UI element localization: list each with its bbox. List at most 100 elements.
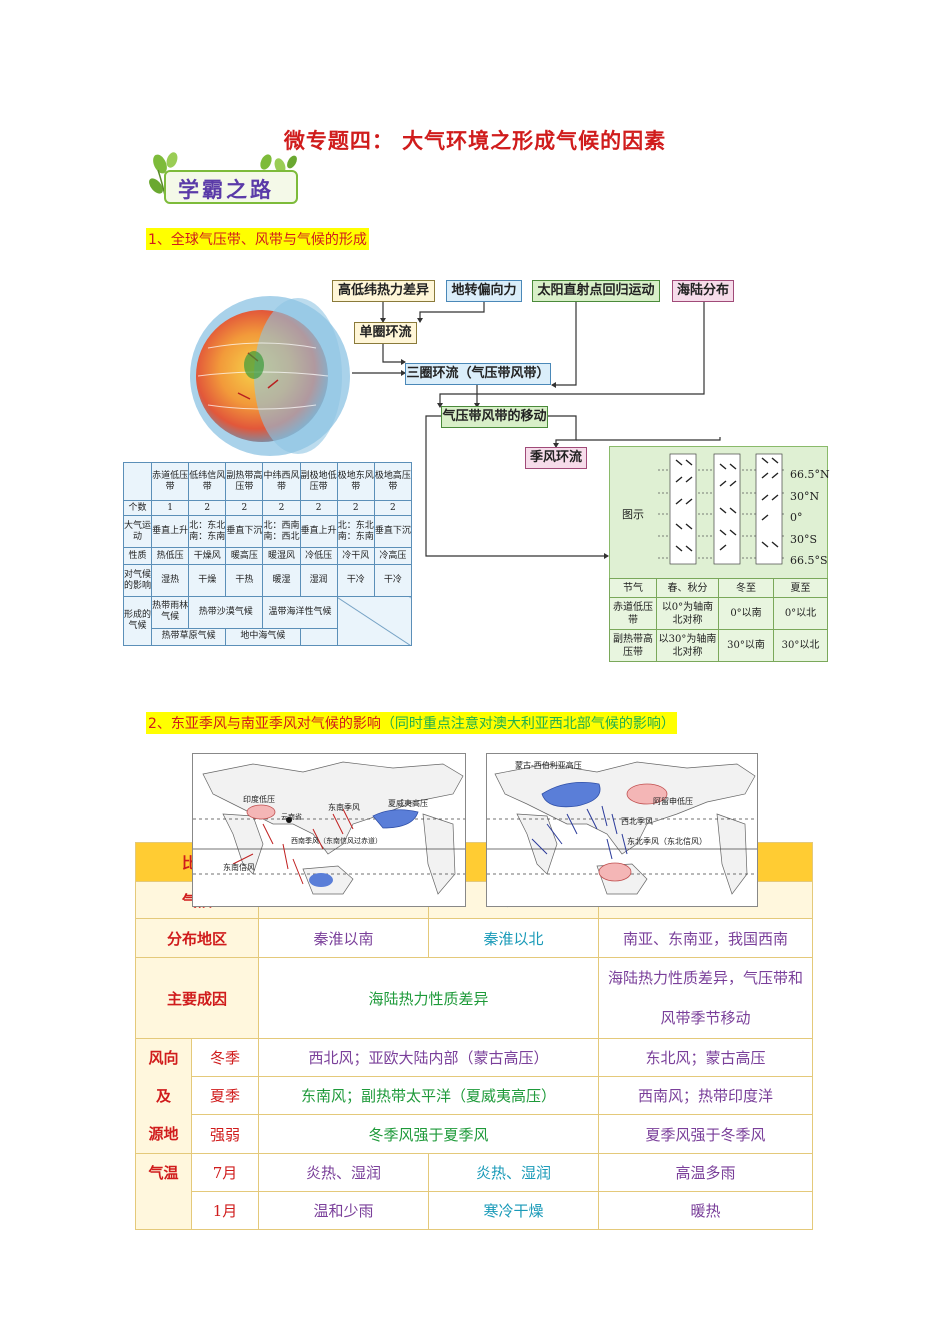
winter-monsoon-map: 蒙古-西伯利亚高压 阿留申低压 西北季风 东北季风（东北信风）	[486, 753, 758, 907]
single-cell-circulation: 单圈环流	[354, 322, 417, 344]
season-cell: 30°以南	[718, 629, 774, 662]
belt-cell: 干热	[225, 564, 264, 598]
belt-cell: 北：东北南：东南	[336, 515, 375, 549]
belt-cell: 1	[150, 500, 190, 517]
belt-cell: 北：西南南：西北	[262, 515, 301, 549]
map-label: 印度低压	[243, 795, 275, 804]
section2-heading: 2、东亚季风与南亚季风对气候的影响（同时重点注意对澳大利亚西北部气候的影响）	[146, 712, 677, 734]
belt-cell: 垂直下沉	[373, 515, 413, 549]
season-header: 节气	[609, 578, 657, 598]
belt-climate: 温带海洋性气候	[262, 596, 338, 629]
belt-row-label: 对气候的影响	[123, 564, 152, 598]
factor-solar-migration: 太阳直射点回归运动	[532, 280, 660, 302]
latitude-label: 0°	[790, 511, 803, 524]
season-cell: 30°以北	[773, 629, 828, 662]
factor-thermal-difference: 高低纬热力差异	[332, 280, 435, 302]
july-cell: 炎热、湿润	[428, 1153, 600, 1192]
section-banner: 学霸之路	[146, 152, 300, 206]
section1-heading: 1、全球气压带、风带与气候的形成	[146, 228, 369, 250]
belt-header: 副热带高压带	[225, 461, 264, 502]
belt-cell: 冷干风	[336, 547, 375, 566]
belt-cell: 2	[225, 500, 264, 517]
season-cell: 0°以北	[773, 597, 828, 630]
winter-south-asia: 东北风；蒙古高压	[598, 1038, 813, 1077]
map-label: 东北季风（东北信风）	[627, 837, 707, 846]
region-cell: 秦淮以南	[258, 918, 430, 958]
belt-cell: 2	[188, 500, 227, 517]
strength-east-asia: 冬季风强于夏季风	[258, 1114, 600, 1154]
monsoon-circulation: 季风环流	[525, 447, 587, 469]
map-label: 东南信风	[223, 863, 255, 872]
belt-cell: 暖高压	[225, 547, 264, 566]
belt-cell: 暖湿风	[262, 547, 301, 566]
wind-group-label: 风向 及 源地	[135, 1038, 192, 1154]
winter-label: 冬季	[190, 1038, 260, 1077]
world-map-summer	[193, 761, 465, 895]
belt-cell: 干燥风	[188, 547, 227, 566]
wind-group-label-line: 风向	[148, 1049, 179, 1067]
belt-cell: 2	[373, 500, 413, 517]
belt-cell: 垂直上升	[150, 515, 190, 549]
strength-south-asia: 夏季风强于冬季风	[598, 1114, 813, 1154]
cause-cell: 海陆热力性质差异，气压带和风带季节移动	[598, 957, 813, 1039]
winter-east-asia: 西北风；亚欧大陆内部（蒙古高压）	[258, 1038, 600, 1077]
january-cell: 寒冷干燥	[428, 1191, 600, 1230]
belt-climate-label: 形成的气候	[123, 596, 152, 646]
globe-circulation-illustration	[190, 296, 350, 456]
section2-title: 2、东亚季风与南亚季风对气候的影响	[148, 716, 381, 732]
factor-land-sea: 海陆分布	[672, 280, 734, 302]
belt-cell: 干冷	[336, 564, 375, 598]
map-label: 蒙古-西伯利亚高压	[515, 761, 582, 770]
document-title: 微专题四： 大气环境之形成气候的因素	[283, 128, 667, 153]
latitude-scale: 66.5°N 30°N 0° 30°S 66.5°S	[790, 464, 830, 572]
latitude-label: 30°N	[790, 489, 820, 503]
season-cell: 以30°为轴南北对称	[656, 629, 719, 662]
strength-label: 强弱	[190, 1114, 260, 1154]
belt-header: 中纬西风带	[262, 461, 301, 502]
belt-cell: 冷高压	[373, 547, 413, 566]
latitude-label: 30°S	[790, 532, 818, 546]
january-label: 1月	[190, 1191, 260, 1230]
season-row-label: 副热带高压带	[609, 629, 657, 662]
belt-climate: 热带沙漠气候	[188, 596, 264, 629]
belt-row-label: 大气运动	[123, 515, 152, 549]
region-cell: 秦淮以北	[428, 918, 600, 958]
season-table: 节气 春、秋分 冬至 夏至 赤道低压带 以0°为轴南北对称 0°以南 0°以北 …	[609, 578, 828, 662]
belt-header: 极地东风带	[336, 461, 375, 502]
latitude-label: 66.5°N	[790, 468, 830, 481]
wind-group-label-line: 源地	[148, 1125, 179, 1143]
map-label: 云南省	[281, 813, 302, 821]
belt-climate: 热带雨林气候	[150, 596, 190, 629]
belt-climate: 地中海气候	[225, 627, 301, 647]
world-map-winter	[487, 761, 757, 895]
summer-label: 夏季	[190, 1076, 260, 1115]
belt-row-label: 性质	[123, 547, 152, 566]
region-row-label: 分布地区	[134, 918, 260, 958]
factor-coriolis: 地转偏向力	[446, 280, 522, 302]
banner-label: 学霸之路	[178, 178, 274, 202]
january-cell: 暖热	[598, 1191, 813, 1230]
belt-cell: 热低压	[150, 547, 190, 566]
belt-cell: 垂直上升	[299, 515, 338, 549]
belt-cell: 北：东北南：东南	[188, 515, 227, 549]
summer-east-asia: 东南风；副热带太平洋（夏威夷高压）	[258, 1076, 600, 1115]
belt-cell: 湿热	[150, 564, 190, 598]
belt-cell: 干燥	[188, 564, 227, 598]
belt-header: 赤道低压带	[150, 461, 190, 502]
belt-cell: 冷低压	[299, 547, 338, 566]
map-label: 阿留申低压	[653, 797, 693, 806]
map-label: 东南季风	[328, 803, 360, 812]
season-cell: 以0°为轴南北对称	[656, 597, 719, 630]
leaf-decoration-icon	[149, 152, 297, 201]
belt-cell: 2	[262, 500, 301, 517]
cause-cell: 海陆热力性质差异	[258, 957, 600, 1039]
july-cell: 炎热、湿润	[258, 1153, 430, 1192]
belt-cell: 2	[299, 500, 338, 517]
july-cell: 高温多雨	[598, 1153, 813, 1192]
belt-header: 极地高压带	[373, 461, 413, 502]
cause-row-label: 主要成因	[134, 957, 260, 1039]
region-cell: 南亚、东南亚，我国西南	[598, 918, 813, 958]
january-cell: 温和少雨	[258, 1191, 430, 1230]
temp-group-label: 气温	[135, 1153, 192, 1230]
map-label: 西北季风	[621, 817, 653, 826]
